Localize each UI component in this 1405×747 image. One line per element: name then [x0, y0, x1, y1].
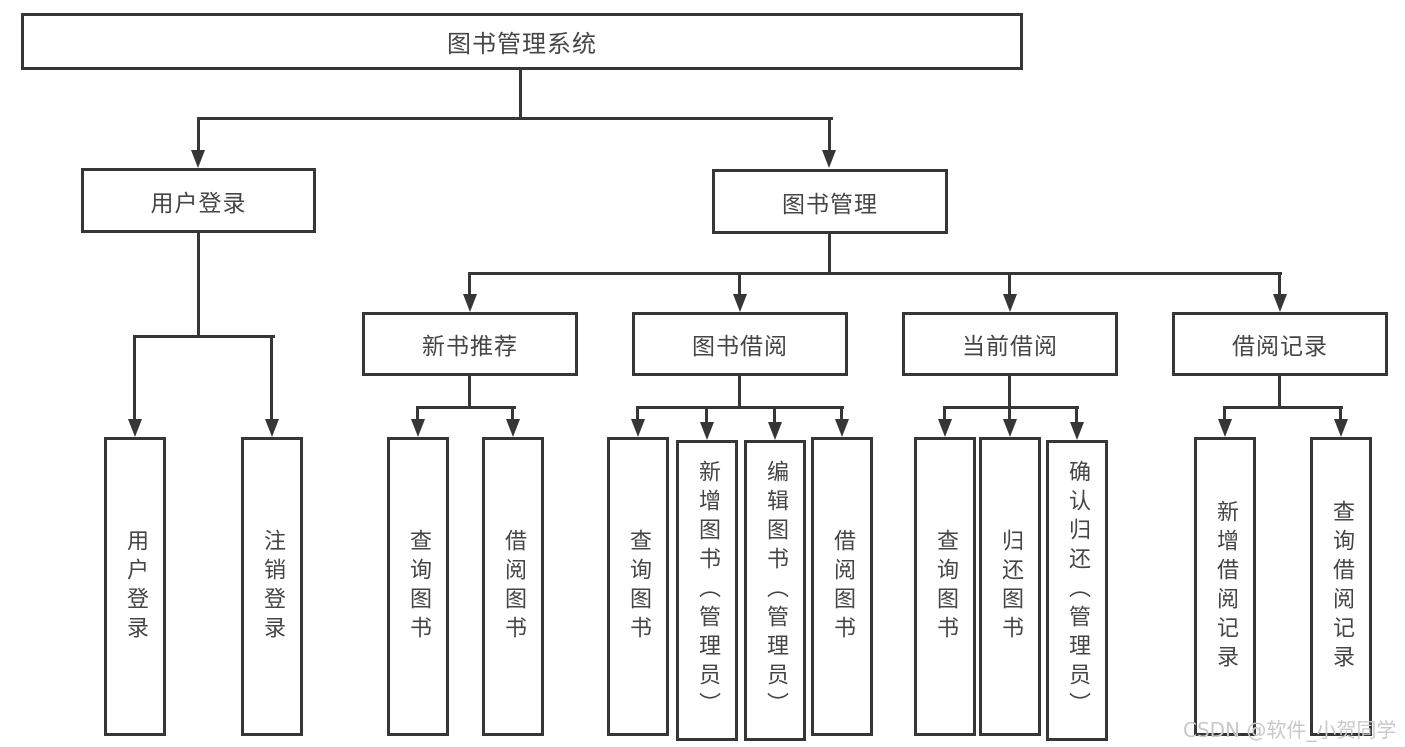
- connector-arrowhead: [1003, 294, 1017, 312]
- node-borrowing-records: 借阅记录: [1172, 312, 1388, 376]
- node-label: 编辑图书（管理员）: [763, 460, 788, 721]
- connector-line: [1278, 272, 1281, 294]
- connector-arrowhead: [1070, 422, 1084, 440]
- connector-arrowhead: [128, 419, 142, 437]
- connector-line: [1008, 406, 1011, 419]
- node-label: 归还图书: [998, 528, 1023, 645]
- node-leaf-borrow-books: 借阅图书: [811, 437, 873, 736]
- node-leaf-return-book: 归还图书: [979, 437, 1041, 736]
- node-leaf-confirm-return-admin: 确认归还（管理员）: [1046, 440, 1108, 741]
- node-label: 查询图书: [406, 528, 431, 645]
- connector-arrowhead: [1334, 419, 1348, 437]
- connector-line: [636, 406, 639, 419]
- connector-arrowhead: [411, 419, 425, 437]
- connector-arrowhead: [733, 294, 747, 312]
- connector-line: [943, 406, 1079, 409]
- connector-line: [738, 376, 741, 409]
- connector-line: [197, 117, 200, 150]
- node-leaf-query-books-recommend: 查询图书: [387, 437, 449, 736]
- csdn-watermark: CSDN @软件_小贺同学: [1183, 718, 1397, 742]
- connector-line: [773, 406, 776, 422]
- connector-arrowhead: [1218, 419, 1232, 437]
- node-user-login: 用户登录: [81, 168, 316, 233]
- connector-arrowhead: [463, 294, 477, 312]
- connector-line: [1008, 272, 1011, 294]
- connector-line: [416, 406, 516, 409]
- node-label: 图书借阅: [692, 334, 788, 360]
- connector-line: [1223, 406, 1226, 419]
- connector-line: [270, 335, 273, 419]
- connector-arrowhead: [938, 419, 952, 437]
- node-leaf-query-borrow-record: 查询借阅记录: [1310, 437, 1372, 736]
- connector-line: [511, 406, 514, 419]
- connector-line: [828, 233, 831, 275]
- connector-arrowhead: [1273, 294, 1287, 312]
- node-label: 注销登录: [260, 528, 285, 645]
- node-label: 图书管理: [782, 191, 878, 218]
- connector-line: [416, 406, 419, 419]
- connector-arrowhead: [631, 419, 645, 437]
- node-leaf-query-books-current: 查询图书: [914, 437, 976, 736]
- node-leaf-edit-book-admin: 编辑图书（管理员）: [744, 440, 806, 741]
- connector-line: [1223, 406, 1343, 409]
- connector-arrowhead: [191, 150, 205, 168]
- connector-line: [636, 406, 844, 409]
- connector-line: [705, 406, 708, 422]
- node-label: 确认归还（管理员）: [1065, 460, 1090, 721]
- connector-line: [468, 272, 471, 294]
- connector-line: [468, 376, 471, 409]
- connector-line: [1075, 406, 1078, 422]
- node-label: 借阅图书: [501, 528, 526, 645]
- node-label: 查询图书: [933, 528, 958, 645]
- connector-arrowhead: [768, 422, 782, 440]
- node-root-library-system: 图书管理系统: [21, 13, 1023, 70]
- connector-line: [519, 69, 522, 120]
- node-label: 查询图书: [626, 528, 651, 645]
- node-leaf-add-book-admin: 新增图书（管理员）: [676, 440, 738, 741]
- node-label: 借阅图书: [830, 528, 855, 645]
- connector-line: [828, 117, 831, 150]
- connector-arrowhead: [265, 419, 279, 437]
- node-leaf-add-borrow-record: 新增借阅记录: [1194, 437, 1256, 736]
- node-leaf-user-login: 用户登录: [104, 437, 166, 736]
- connector-line: [1278, 376, 1281, 409]
- connector-line: [197, 232, 200, 338]
- connector-line: [738, 272, 741, 294]
- node-current-borrowing: 当前借阅: [902, 312, 1118, 376]
- node-label: 借阅记录: [1232, 334, 1328, 360]
- node-label: 用户登录: [123, 528, 148, 645]
- connector-line: [1008, 376, 1011, 409]
- node-book-management: 图书管理: [712, 169, 948, 234]
- node-leaf-query-books-borrow: 查询图书: [607, 437, 669, 736]
- connector-line: [134, 335, 275, 338]
- node-label: 图书管理系统: [447, 30, 597, 58]
- connector-line: [840, 406, 843, 419]
- node-label: 新增借阅记录: [1213, 499, 1238, 674]
- node-leaf-logout: 注销登录: [241, 437, 303, 736]
- node-label: 新增图书（管理员）: [695, 460, 720, 721]
- connector-line: [943, 406, 946, 419]
- connector-line: [133, 335, 136, 419]
- node-book-borrowing: 图书借阅: [632, 312, 848, 376]
- connector-arrowhead: [700, 422, 714, 440]
- connector-arrowhead: [835, 419, 849, 437]
- connector-arrowhead: [822, 150, 836, 168]
- node-leaf-borrow-books-recommend: 借阅图书: [482, 437, 544, 736]
- node-new-book-recommendation: 新书推荐: [362, 312, 578, 376]
- connector-line: [468, 272, 1282, 275]
- connector-line: [1339, 406, 1342, 419]
- connector-arrowhead: [506, 419, 520, 437]
- node-label: 查询借阅记录: [1329, 499, 1354, 674]
- connector-arrowhead: [1003, 419, 1017, 437]
- connector-line: [197, 117, 833, 120]
- node-label: 新书推荐: [422, 334, 518, 360]
- node-label: 用户登录: [150, 190, 247, 217]
- node-label: 当前借阅: [962, 334, 1058, 360]
